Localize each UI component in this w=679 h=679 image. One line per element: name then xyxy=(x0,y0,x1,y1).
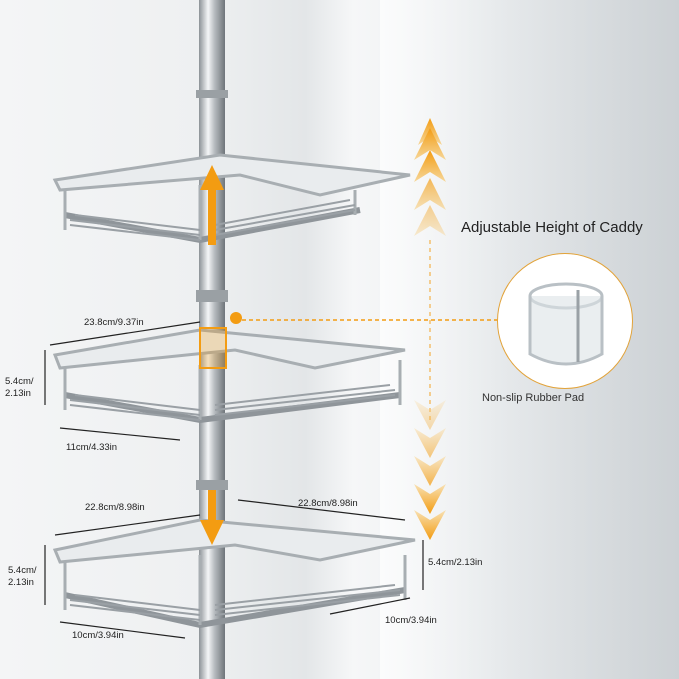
dim-top-width: 23.8cm/9.37in xyxy=(84,317,144,328)
dim-bottom-right-depth: 10cm/3.94in xyxy=(385,615,437,626)
dim-bottom-right-width: 22.8cm/8.98in xyxy=(298,498,358,509)
dim-mid-depth: 11cm/4.33in xyxy=(66,442,118,453)
rubber-pad-callout xyxy=(497,253,633,389)
dim-bottom-right-height: 5.4cm/2.13in xyxy=(428,557,483,568)
basket-middle xyxy=(52,328,406,424)
rubber-pad-label: Non-slip Rubber Pad xyxy=(482,392,585,404)
rubber-pad-marker xyxy=(199,327,227,369)
chevron-up-icon xyxy=(414,118,446,236)
basket-top xyxy=(52,153,411,244)
dim-bottom-left-height: 5.4cm/ 2.13in xyxy=(8,565,37,588)
up-arrow-icon xyxy=(200,165,224,245)
dim-mid-height: 5.4cm/ 2.13in xyxy=(5,376,34,399)
dimension-lines xyxy=(44,321,424,639)
rubber-pad-icon xyxy=(528,282,604,366)
dim-bottom-left-width: 22.8cm/8.98in xyxy=(85,502,145,513)
basket-bottom xyxy=(52,518,416,629)
dim-bottom-left-depth: 10cm/3.94in xyxy=(72,630,124,641)
chevron-down-icon xyxy=(414,400,446,540)
feature-title: Adjustable Height of Caddy xyxy=(461,219,643,236)
down-arrow-icon xyxy=(200,490,224,545)
